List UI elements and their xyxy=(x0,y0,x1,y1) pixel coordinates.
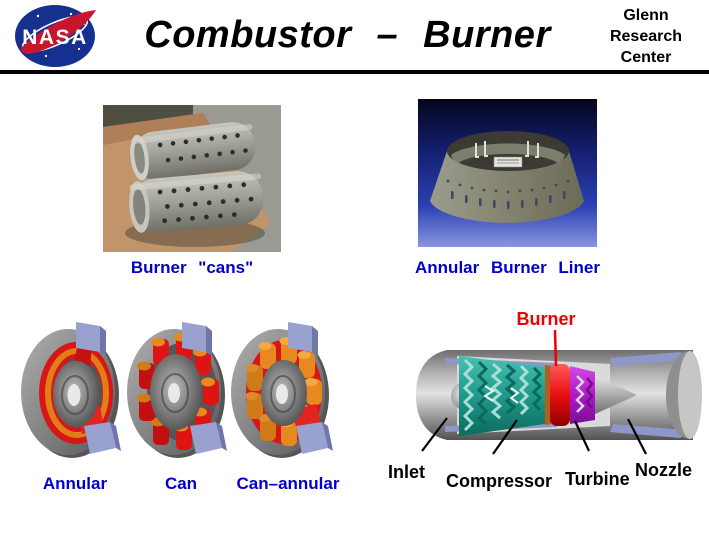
liner-id-plate xyxy=(493,156,523,168)
burner-cans-caption: Burner "cans" xyxy=(130,258,254,277)
nasa-logo-icon: NASA xyxy=(15,5,96,67)
can-label: Can xyxy=(164,474,198,493)
tail-cone xyxy=(595,376,637,414)
org-line-3: Center xyxy=(620,49,672,66)
burner-leader-line xyxy=(553,329,558,367)
header-divider xyxy=(0,70,709,74)
annular-liner-photo xyxy=(418,99,597,247)
burner-can-top xyxy=(130,122,256,181)
nasa-swoosh xyxy=(21,10,96,54)
burner-cans-photo xyxy=(103,105,281,252)
nozzle-opening xyxy=(666,351,702,439)
burner-callout-label: Burner xyxy=(516,309,576,329)
part-leader-lines xyxy=(421,417,647,455)
liner-holes xyxy=(446,179,570,209)
compressor-label: Compressor xyxy=(446,471,553,491)
turbine-section xyxy=(570,366,595,424)
annular-liner-caption: Annular Burner Liner xyxy=(415,258,600,277)
nasa-logo-text: NASA xyxy=(22,26,88,49)
inlet-label: Inlet xyxy=(388,462,426,482)
annular-combustor-illustration xyxy=(21,322,121,458)
burner-section xyxy=(550,364,570,426)
org-name-block: Glenn Research Center xyxy=(596,5,696,68)
can-annular-combustor-illustration xyxy=(231,322,333,458)
burner-can-bottom xyxy=(129,171,264,233)
page-title: Combustor – Burner xyxy=(144,14,551,56)
can-combustor-illustration xyxy=(127,322,227,458)
engine-cutaway-illustration xyxy=(416,329,702,455)
compressor-section xyxy=(459,356,545,436)
org-line-1: Glenn xyxy=(623,7,669,24)
orange-cans-ring xyxy=(245,337,322,446)
org-line-2: Research xyxy=(609,28,683,45)
annular-label: Annular xyxy=(42,474,108,493)
liner-hooks xyxy=(475,141,539,158)
nozzle-label: Nozzle xyxy=(635,460,693,480)
can-annular-label: Can–annular xyxy=(236,474,340,493)
turbine-label: Turbine xyxy=(565,469,630,489)
